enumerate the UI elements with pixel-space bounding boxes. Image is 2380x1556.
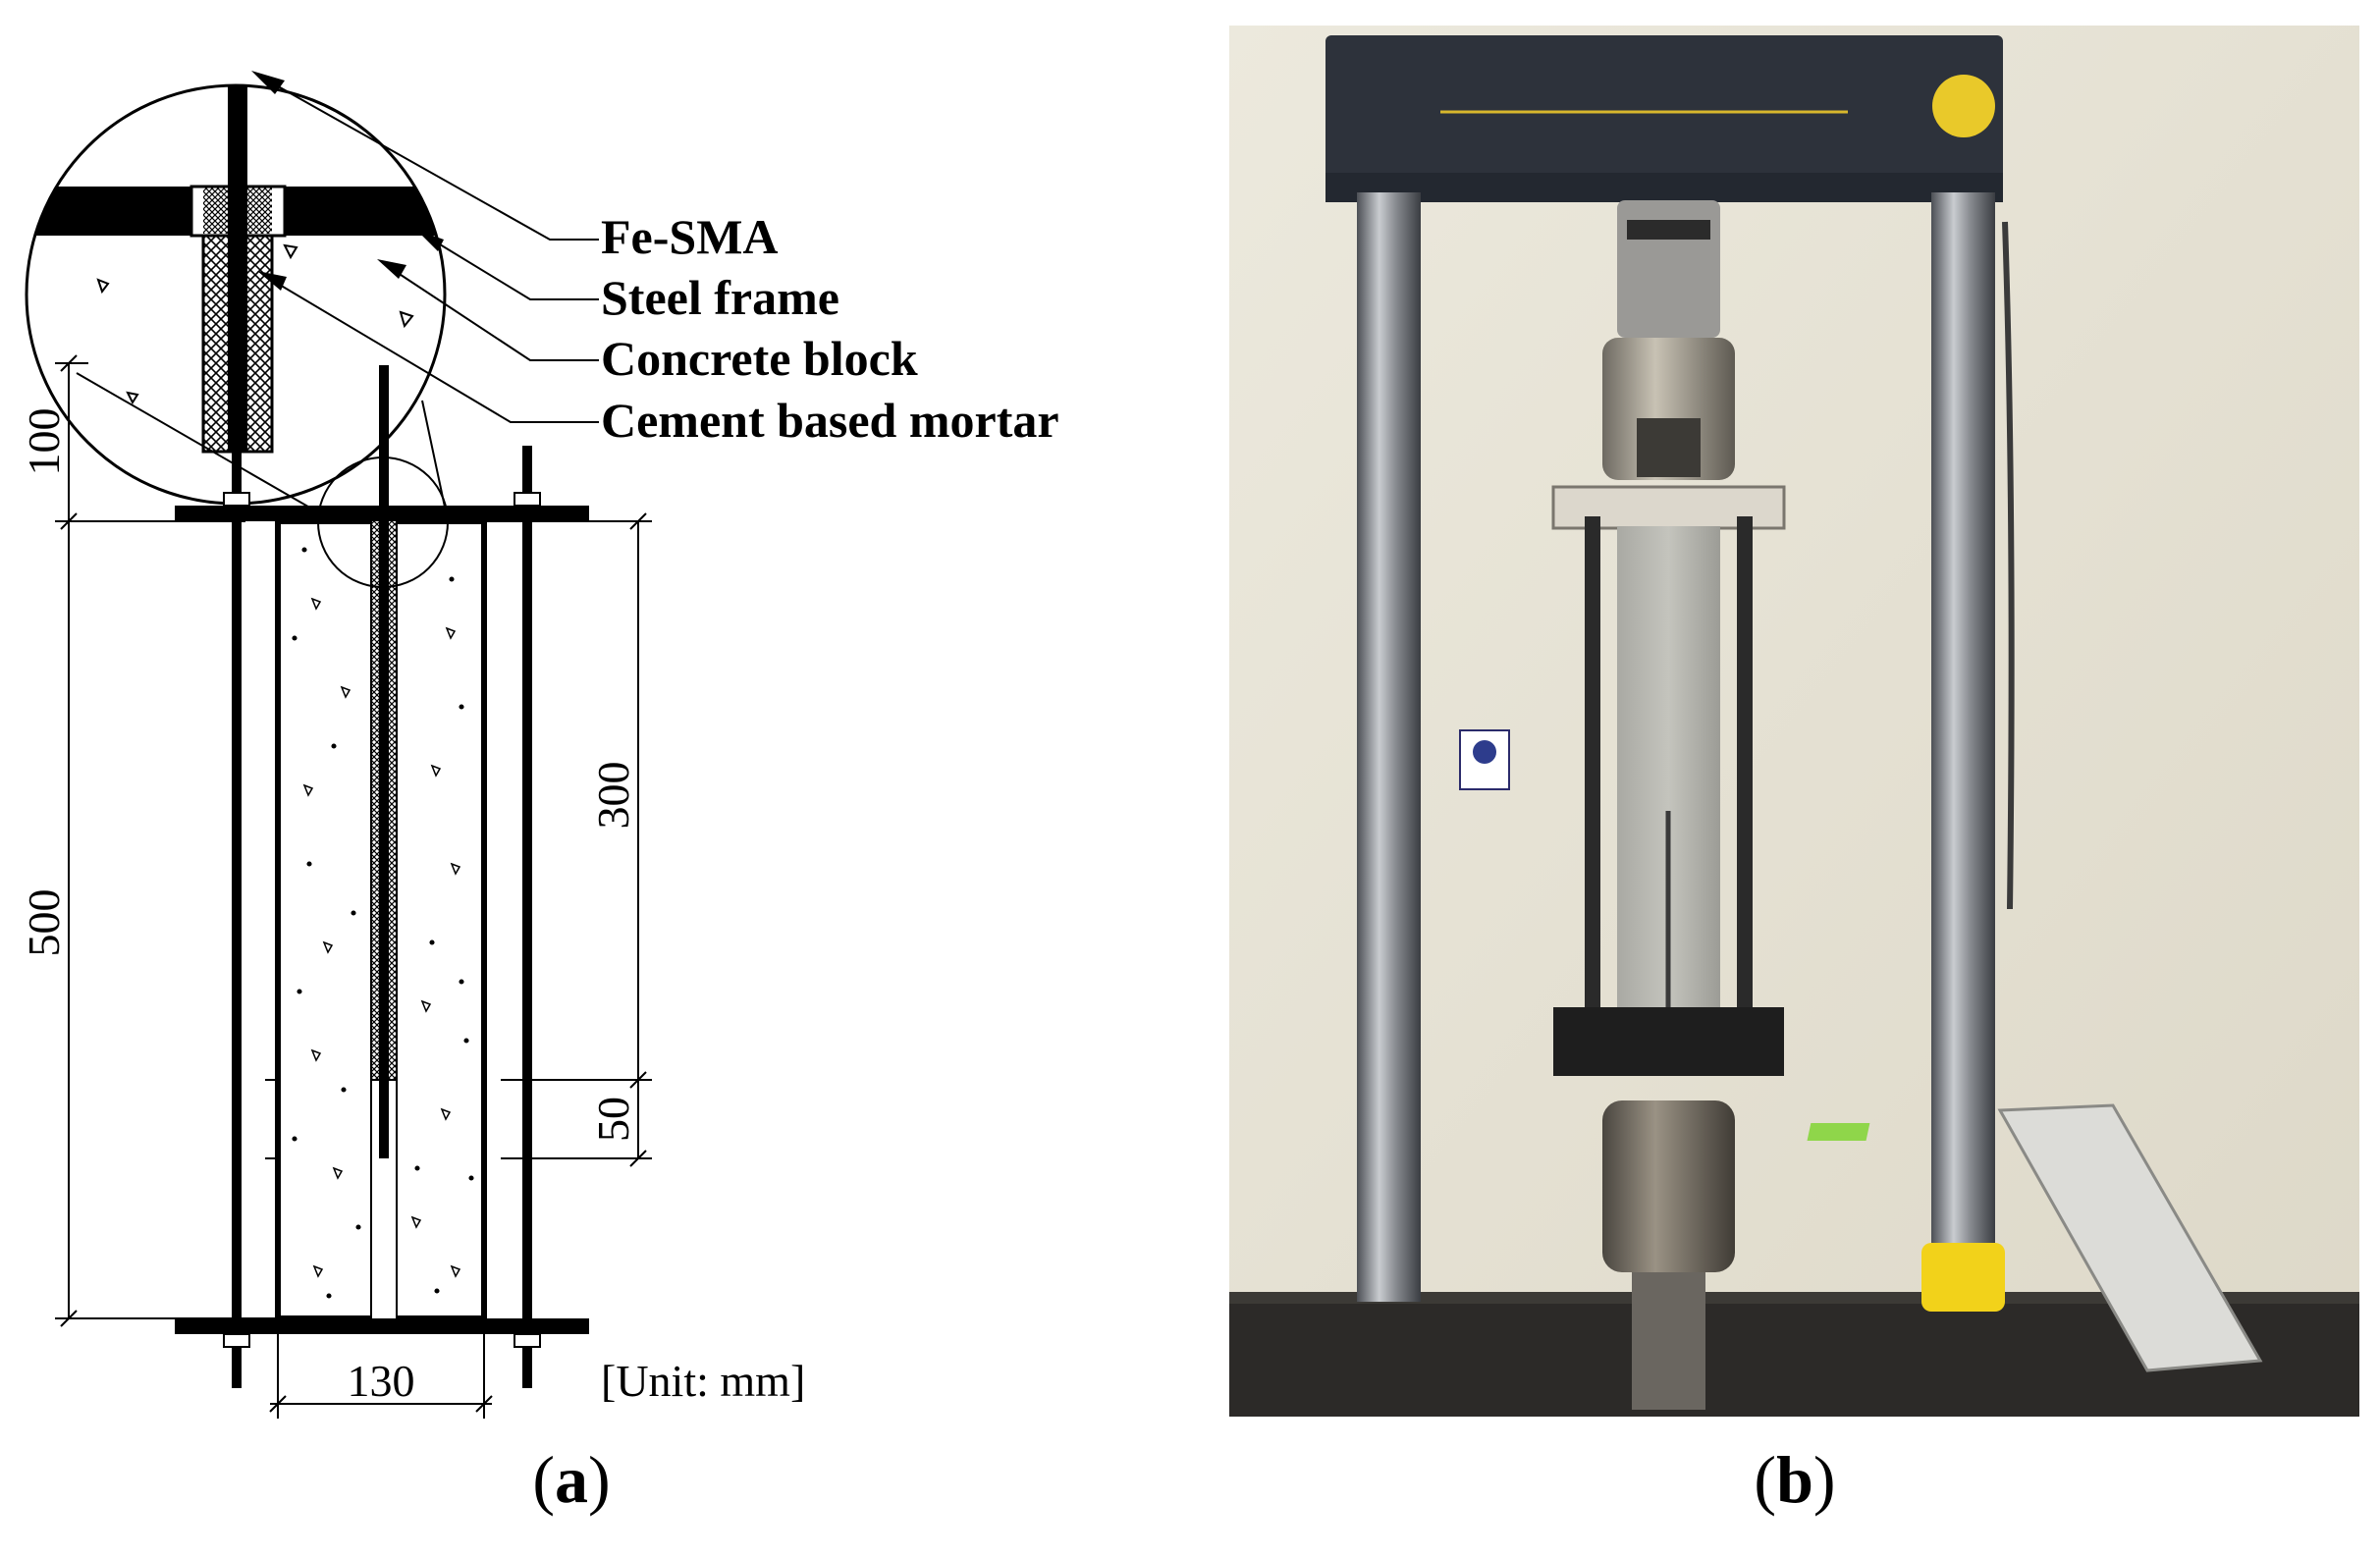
crosshead-yellow-badge (1932, 75, 1995, 137)
dimension-50: 50 (588, 1097, 638, 1142)
caption-b: (b) (1648, 1441, 1942, 1519)
caption-b-open: ( (1754, 1442, 1777, 1517)
label-concrete-block: Concrete block (601, 331, 918, 386)
lower-steel-plate (1553, 1007, 1784, 1076)
dimension-300: 300 (588, 762, 638, 830)
photo-rod-right (1737, 516, 1753, 1066)
schematic-drawing: 100 500 300 50 130 [Unit: mm] Fe-SMA Ste… (19, 71, 1059, 1419)
column-yellow-ring (1921, 1243, 2005, 1312)
photo-rod-left (1585, 516, 1600, 1066)
specimen-elevation (175, 365, 589, 1388)
caption-b-letter: b (1776, 1442, 1813, 1517)
detail-fe-sma-bar (228, 85, 247, 452)
leader-lines (256, 74, 599, 423)
caption-a-close: ) (588, 1442, 611, 1517)
caption-a-letter: a (555, 1442, 588, 1517)
leader-arrowheads (251, 71, 444, 291)
lower-actuator (1632, 1272, 1705, 1410)
label-cement-mortar: Cement based mortar (601, 393, 1059, 448)
dimension-500: 500 (19, 889, 69, 957)
cable-chain (2002, 221, 2015, 910)
panel-a-schematic: 100 500 300 50 130 [Unit: mm] Fe-SMA Ste… (19, 71, 1059, 1519)
fe-sma-bar (379, 365, 389, 1158)
label-steel-frame: Steel frame (601, 270, 839, 325)
caption-b-close: ) (1812, 1442, 1836, 1517)
unit-note: [Unit: mm] (601, 1356, 805, 1406)
panel-b-photo: (b) (1208, 0, 2380, 1551)
left-threaded-rod (232, 446, 242, 1388)
upper-grip (1602, 338, 1735, 480)
left-column (1357, 192, 1421, 1302)
machine-crosshead (1325, 35, 2003, 202)
detail-circle (25, 83, 447, 506)
photo-illustration (1229, 26, 2359, 1417)
dimension-130: 130 (348, 1356, 415, 1406)
label-fe-sma: Fe-SMA (601, 209, 779, 264)
lower-grip (1602, 1100, 1735, 1272)
controller-pendant (1807, 1103, 2263, 1372)
caption-a-open: ( (532, 1442, 555, 1517)
dimension-100: 100 (19, 408, 69, 476)
testing-machine-photo (1229, 26, 2359, 1417)
caption-a: (a) (424, 1441, 719, 1519)
right-threaded-rod (522, 446, 532, 1388)
right-column (1931, 192, 1995, 1302)
dimension-lines (55, 354, 652, 1419)
